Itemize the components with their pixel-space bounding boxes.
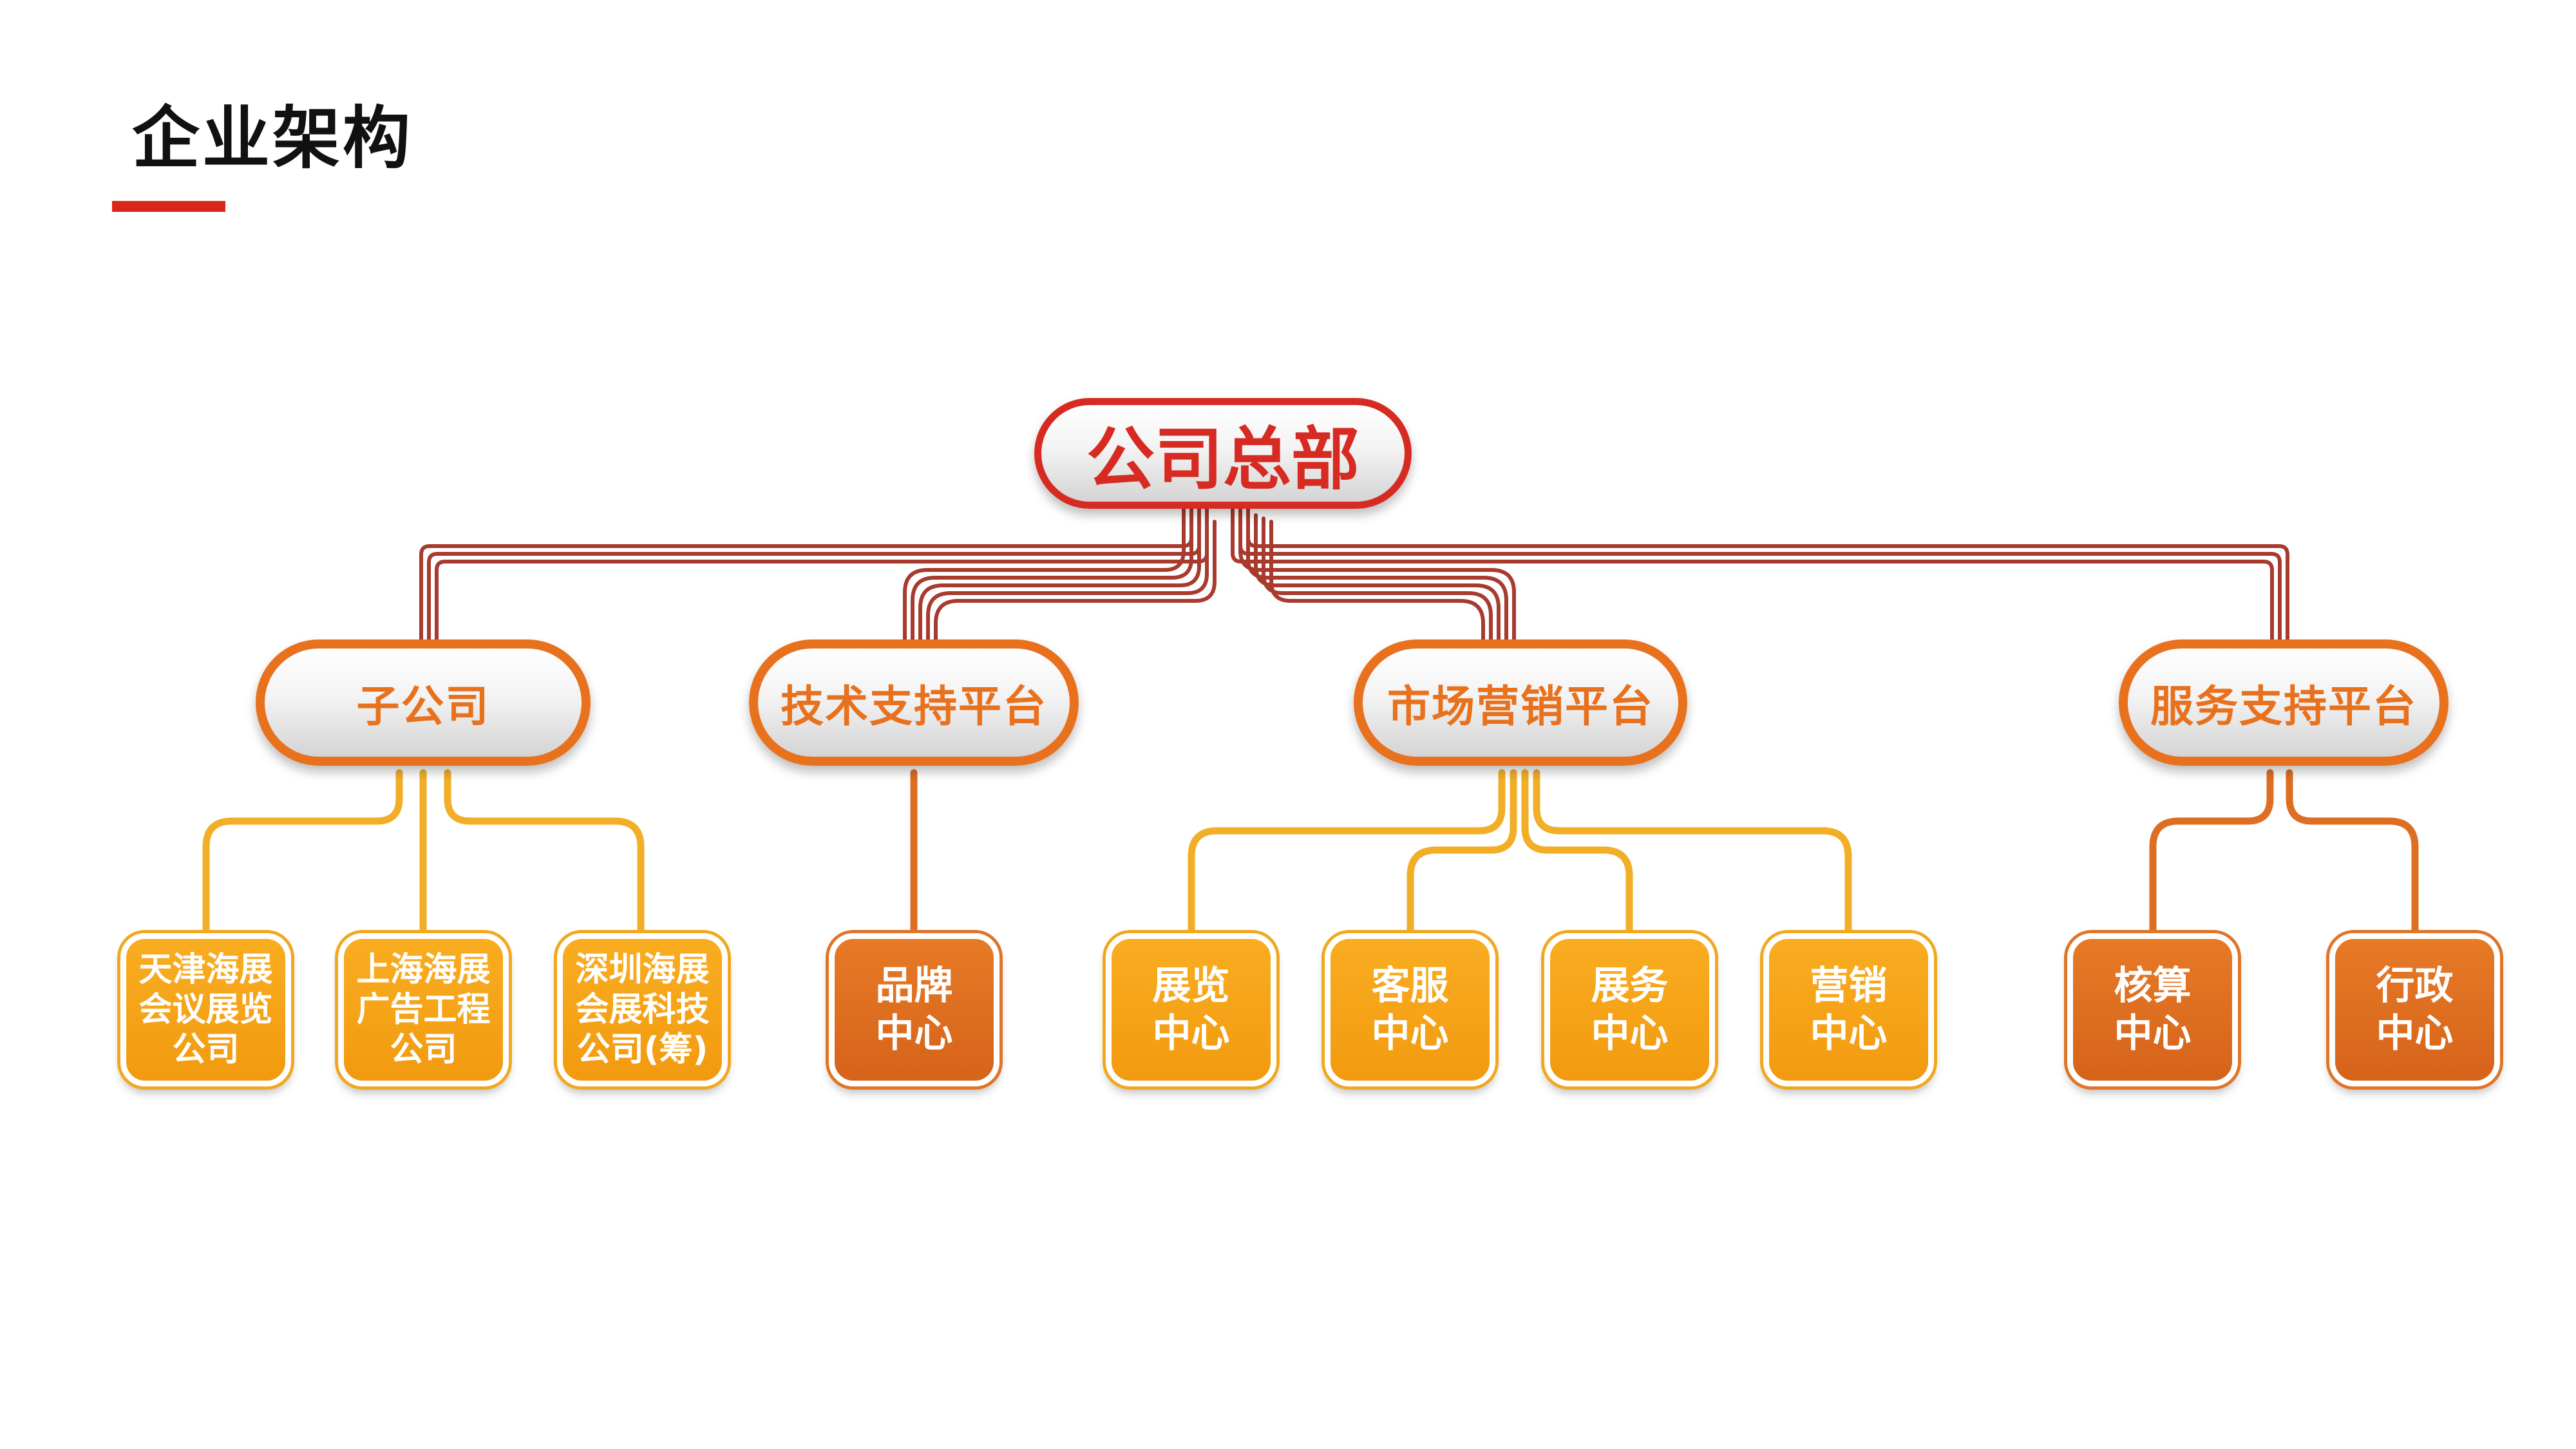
connector-service-children [2149, 769, 2419, 941]
leaf-node-customer-service-center: 客服 中心 [1325, 933, 1495, 1086]
leaf-node-accounting-center: 核算 中心 [2067, 933, 2238, 1086]
leaf-line: 会展科技 [575, 990, 710, 1029]
leaf-node-tianjin-subsidiary: 天津海展 会议展览 公司 [120, 933, 291, 1086]
leaf-line: 中心 [2376, 1011, 2454, 1056]
headquarters-node: 公司总部 [1034, 398, 1412, 509]
connector-hq-tech [903, 507, 1217, 646]
leaf-line: 营销 [1810, 963, 1888, 1009]
leaf-node-exhibition-affairs-center: 展务 中心 [1544, 933, 1715, 1086]
title-underline [112, 201, 225, 212]
platform-node-tech-support: 技术支持平台 [749, 639, 1079, 766]
platform-node-subsidiary: 子公司 [256, 639, 591, 766]
leaf-line: 中心 [1810, 1011, 1888, 1056]
leaf-line: 公司 [172, 1030, 240, 1069]
connector-marketing-children [1188, 769, 1852, 941]
platform-node-marketing: 市场营销平台 [1354, 639, 1687, 766]
leaf-line: 中心 [2114, 1011, 2192, 1056]
leaf-line: 天津海展 [138, 951, 273, 989]
leaf-line: 公司(筹) [576, 1030, 708, 1069]
leaf-line: 中心 [875, 1011, 953, 1056]
leaf-line: 客服 [1371, 963, 1449, 1009]
leaf-line: 广告工程 [356, 990, 491, 1029]
leaf-line: 深圳海展 [575, 951, 710, 989]
leaf-line: 上海海展 [356, 951, 491, 989]
leaf-line: 中心 [1371, 1011, 1449, 1056]
leaf-line: 公司 [390, 1030, 457, 1069]
leaf-line: 中心 [1591, 1011, 1669, 1056]
platform-node-service-support: 服务支持平台 [2119, 639, 2448, 766]
leaf-line: 行政 [2376, 963, 2454, 1009]
page-title: 企业架构 [132, 99, 413, 178]
connector-hq-marketing [1238, 507, 1516, 646]
connector-hq-service [1231, 507, 2289, 646]
leaf-line: 核算 [2114, 963, 2192, 1009]
connector-subsidiary-children [202, 769, 645, 941]
leaf-line: 品牌 [875, 963, 953, 1009]
leaf-line: 展务 [1591, 963, 1669, 1009]
leaf-line: 中心 [1152, 1011, 1230, 1056]
leaf-node-shanghai-subsidiary: 上海海展 广告工程 公司 [338, 933, 509, 1086]
leaf-node-brand-center: 品牌 中心 [829, 933, 999, 1086]
leaf-node-marketing-center: 营销 中心 [1763, 933, 1934, 1086]
leaf-line: 会议展览 [138, 990, 273, 1029]
leaf-line: 展览 [1152, 963, 1230, 1009]
leaf-node-administration-center: 行政 中心 [2329, 933, 2500, 1086]
leaf-node-shenzhen-subsidiary: 深圳海展 会展科技 公司(筹) [557, 933, 728, 1086]
leaf-node-exhibition-center: 展览 中心 [1106, 933, 1276, 1086]
